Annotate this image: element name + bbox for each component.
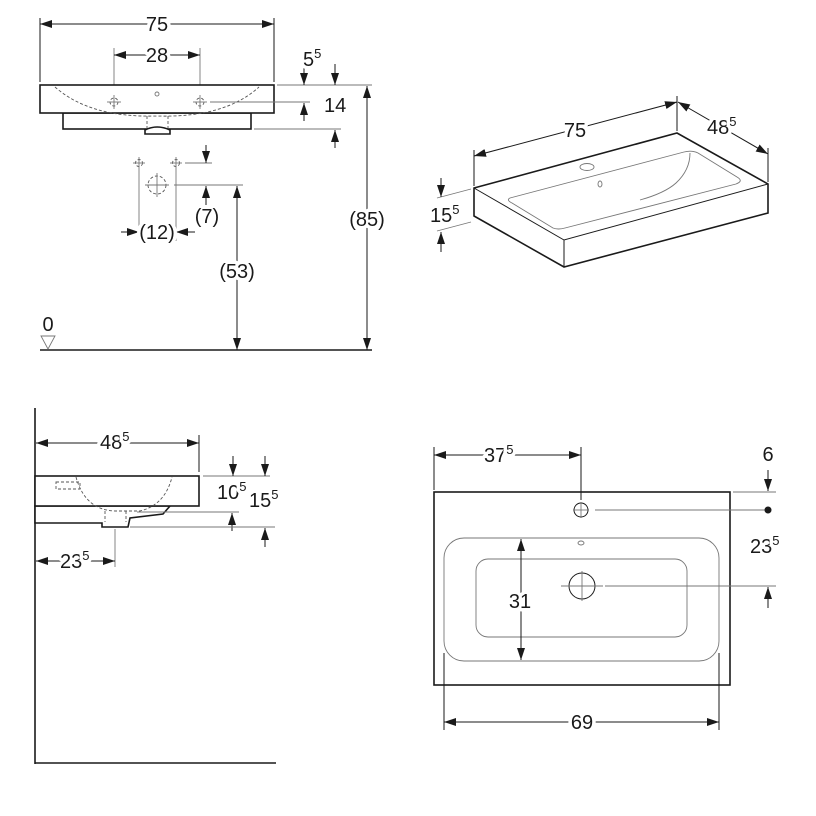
overflow-hole [597,180,603,188]
drain-offset-y-label: 235 [750,533,779,558]
bowl-height-label: 105 [217,479,246,504]
basin-rim [39,84,275,114]
basin-outline [473,132,769,268]
dimension-dot [764,506,772,514]
waste-connection [145,173,169,197]
basin-rim [34,475,200,507]
waste-height-label: (53) [219,261,255,283]
supply-right [170,157,182,169]
perspective-view: 75 485 155 [427,96,769,268]
tap-spacing-label: 28 [146,45,168,67]
tap-offset-y-label: 6 [762,444,773,466]
tap-height-label: 14 [324,95,346,117]
drain-icon [561,571,603,601]
width-label: 75 [146,14,168,36]
waste-offset-label: 235 [60,548,89,573]
total-height-label: 155 [249,487,278,512]
overflow-hole [577,540,585,546]
tap-offset-x-label: 375 [484,442,513,467]
tap-hole-icon [573,502,589,518]
perspective-height-label: 155 [430,202,459,227]
rim-offset-label: 55 [303,46,321,71]
supply-left [133,157,145,169]
basin-lower-body [34,505,172,528]
floor-level-marker-icon [40,335,56,350]
tap-hole [579,163,595,171]
drain [144,126,171,135]
perspective-depth-label: 485 [707,114,736,139]
front-view: 75 28 55 14 (85) (7) [39,11,388,351]
bowl-width-label: 69 [571,712,593,734]
top-view: 375 6 235 31 69 [433,439,783,738]
basin-bowl-outer [443,537,720,662]
tap-hole-right [193,95,207,109]
supply-spacing-label: (12) [139,222,175,244]
floor-level-label: 0 [42,314,53,336]
side-view: 485 105 155 235 [34,408,282,764]
tap-hole-left [107,95,121,109]
supply-offset-label: (7) [195,206,219,228]
perspective-width-label: 75 [564,120,586,142]
overflow-hole [154,91,160,97]
basin-bowl-inner [475,558,688,638]
bowl-depth-label: 31 [509,591,531,613]
rim-height-label: (85) [349,209,385,231]
side-depth-label: 485 [100,429,129,454]
